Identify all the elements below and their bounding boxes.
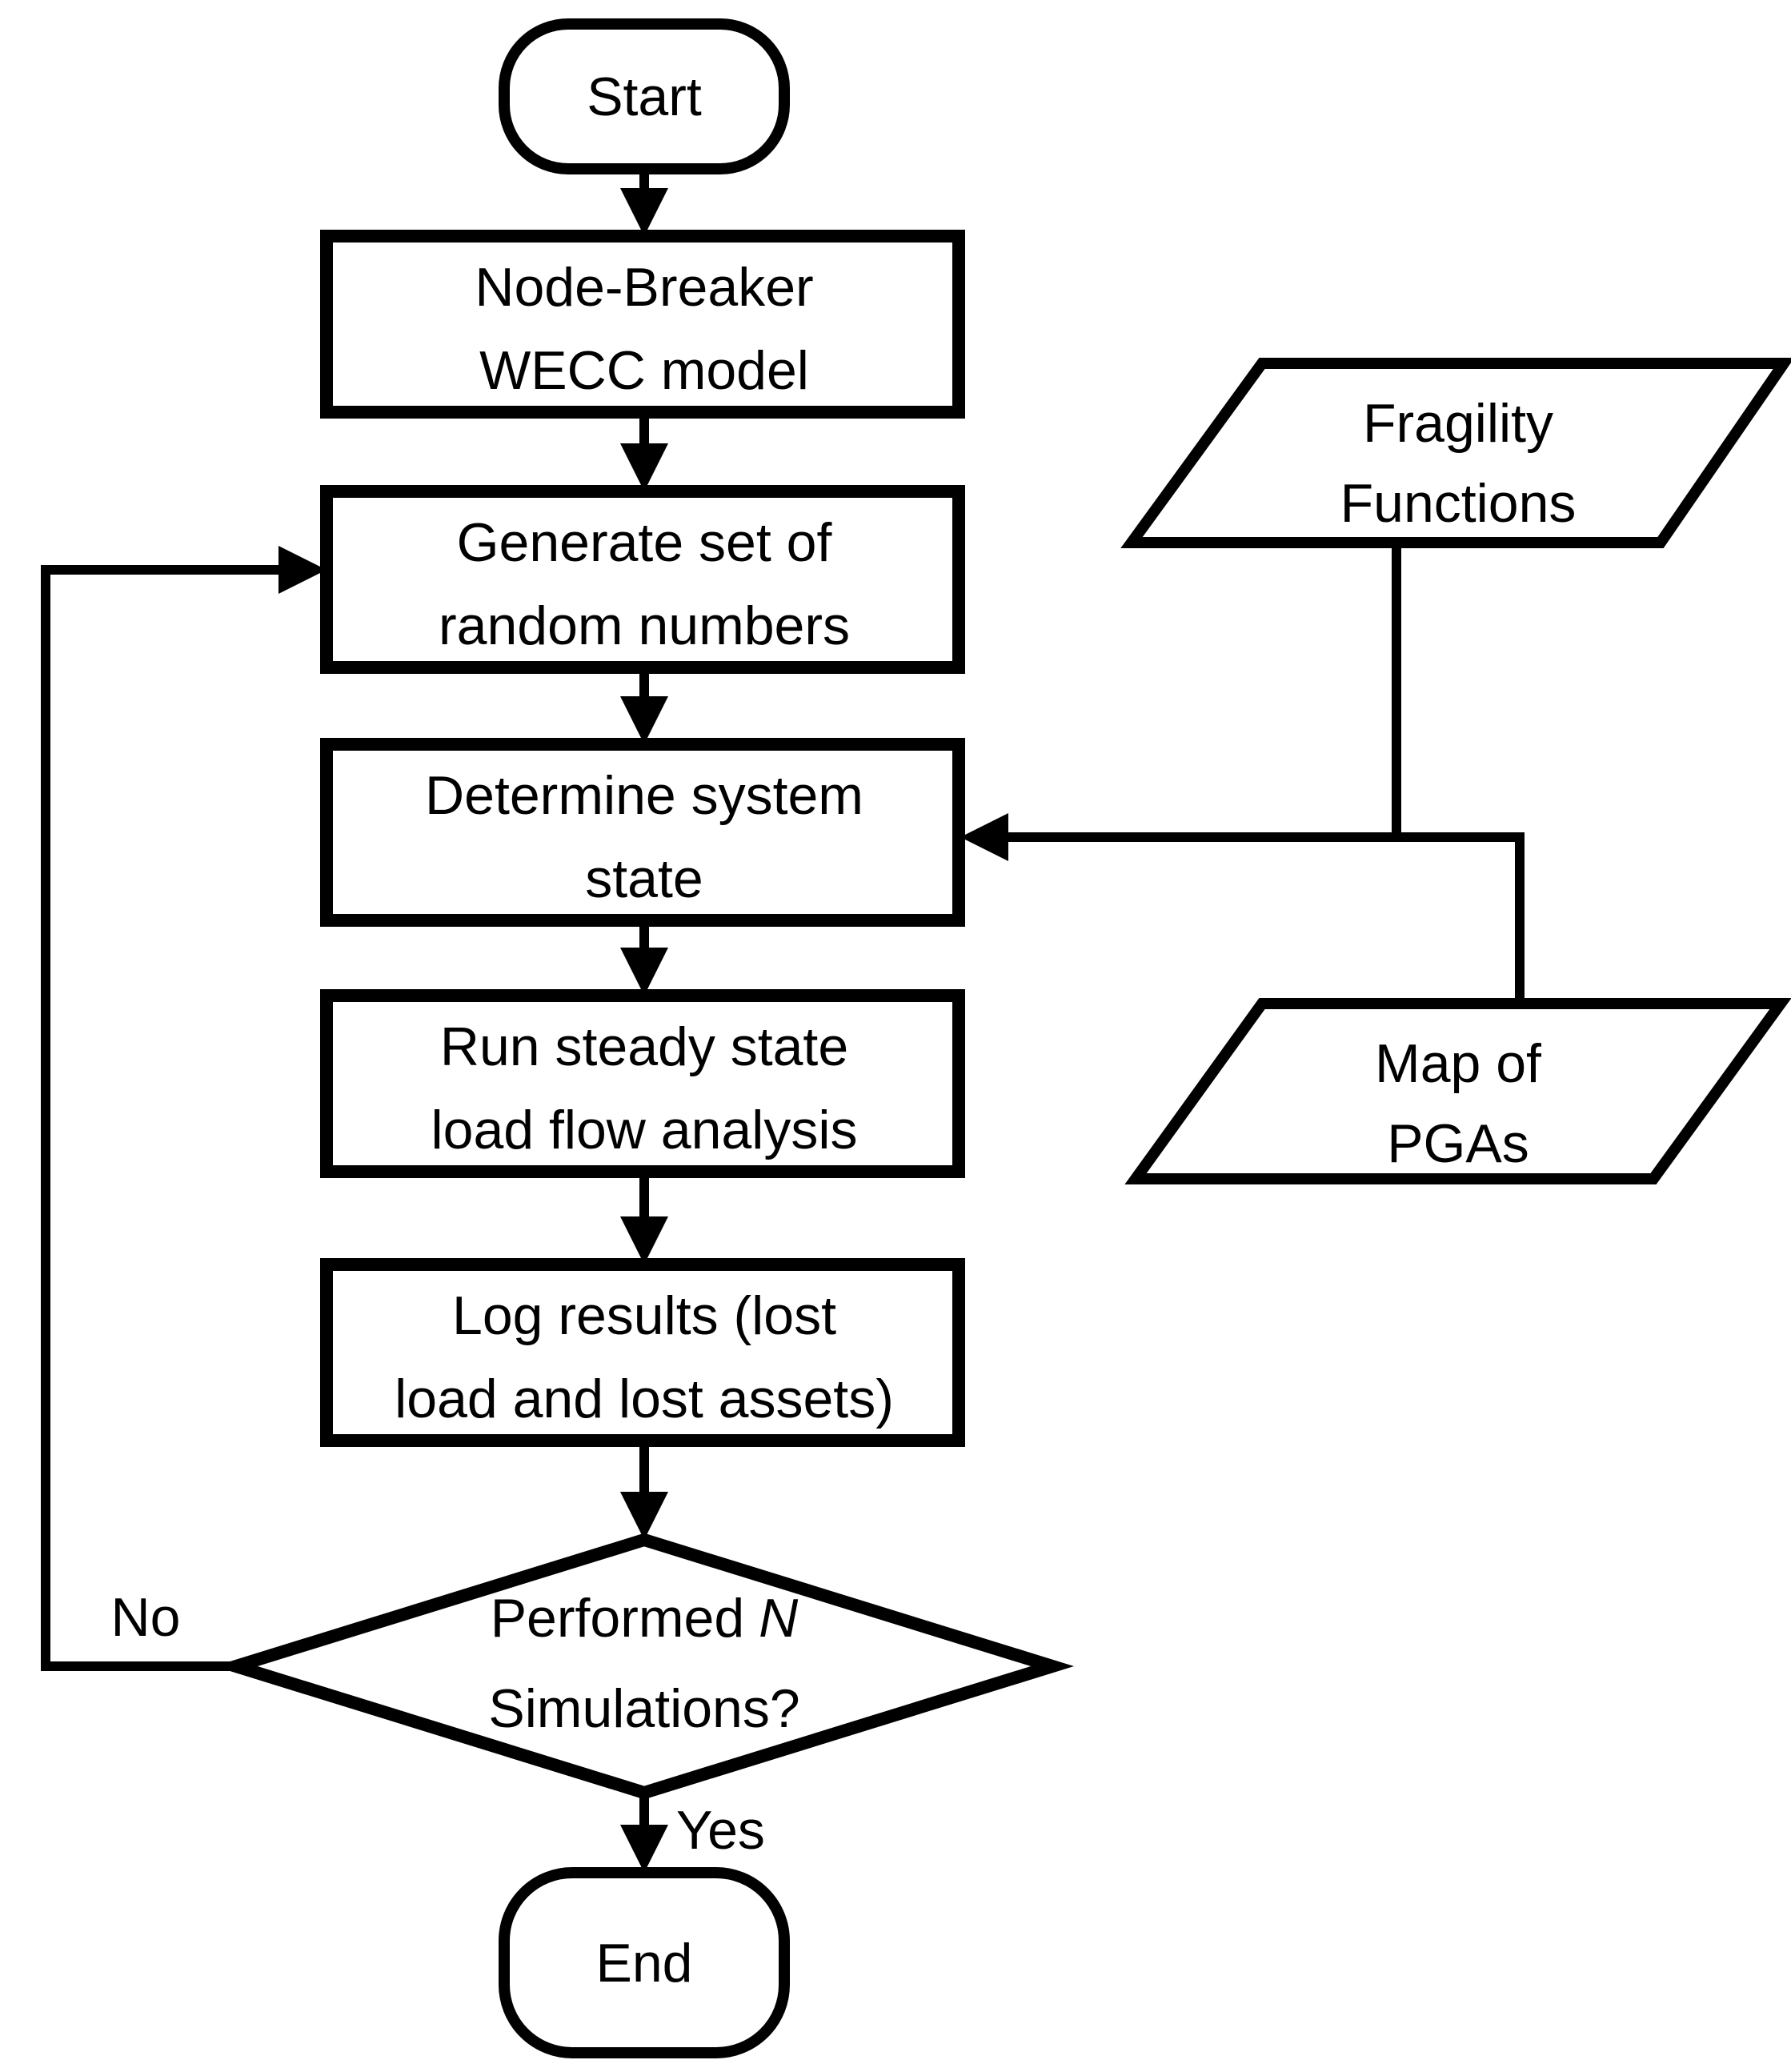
determine-system-state-box: [320, 738, 965, 927]
start-label: Start: [587, 66, 702, 127]
connector-inputs-to-determine: [960, 813, 1525, 1004]
start-terminator: [499, 18, 790, 174]
map-of-pgas-parallelogram: [1124, 998, 1791, 1184]
map-pgas-label-line2: PGAs: [1387, 1113, 1529, 1174]
fragility-label-line2: Functions: [1340, 473, 1577, 534]
run-load-flow-label-line1: Run steady state: [440, 1016, 848, 1077]
loop-no-connector: [41, 546, 327, 1671]
node-breaker-box: [320, 230, 965, 419]
run-load-flow-box: [320, 989, 965, 1178]
map-pgas-label-line1: Map of: [1375, 1033, 1541, 1094]
run-load-flow-label-line2: load flow analysis: [431, 1100, 858, 1160]
generate-label-line1: Generate set of: [457, 512, 832, 573]
decision-diamond: [214, 1533, 1075, 1800]
node-breaker-label-line2: WECC model: [479, 340, 809, 401]
no-label: No: [111, 1587, 181, 1648]
decision-question-prefix: Performed: [491, 1588, 744, 1649]
generate-random-numbers-box: [320, 485, 965, 674]
end-terminator: [499, 1867, 790, 2058]
node-breaker-label-line1: Node-Breaker: [475, 257, 813, 318]
log-results-label-line2: load and lost assets): [395, 1369, 894, 1429]
decision-label-line2: Simulations?: [488, 1678, 799, 1739]
determine-label-line1: Determine system: [425, 765, 863, 826]
yes-label: Yes: [676, 1800, 765, 1861]
end-label: End: [596, 1933, 693, 1994]
decision-question-variable: N: [759, 1588, 799, 1649]
log-results-label-line1: Log results (lost: [452, 1285, 836, 1346]
fragility-functions-parallelogram: [1120, 358, 1791, 548]
log-results-box: [320, 1258, 965, 1447]
fragility-label-line1: Fragility: [1363, 393, 1553, 454]
generate-label-line2: random numbers: [439, 595, 850, 656]
determine-label-line2: state: [585, 848, 703, 909]
